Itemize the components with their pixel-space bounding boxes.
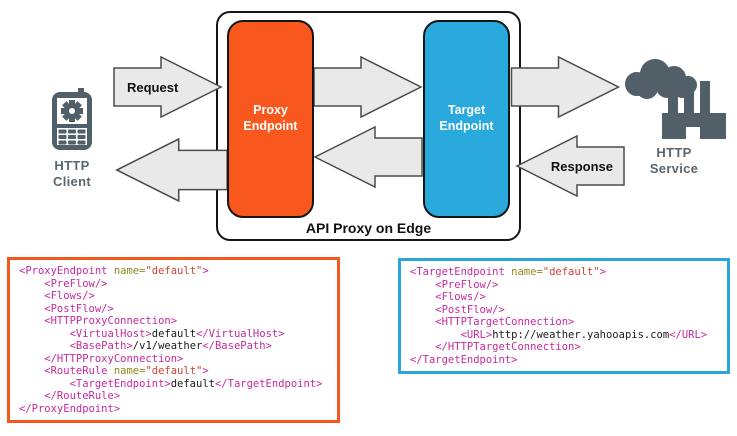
http-service-label-line2: Service [649, 160, 699, 176]
factory-icon [662, 81, 726, 139]
right-arrow-shape [113, 55, 223, 119]
target-endpoint-label-line2: Endpoint [439, 119, 494, 133]
http-service-actor: HTTP Service [618, 57, 730, 177]
proxy-endpoint-label-line2: Endpoint [243, 119, 298, 133]
xml-code-line: <RouteRule name="default"> [19, 365, 209, 377]
proxy-endpoint-box: Proxy Endpoint [227, 20, 314, 218]
xml-code-line: <TargetEndpoint>default</TargetEndpoint> [19, 377, 323, 390]
xml-code-line: </HTTPProxyConnection> [19, 352, 184, 365]
target-endpoint-box: Target Endpoint [423, 20, 510, 218]
xml-code-line: </TargetEndpoint> [410, 353, 518, 366]
target-to-proxy-arrow [311, 125, 425, 189]
xml-code-line: <BasePath>/v1/weather</BasePath> [19, 340, 272, 352]
proxy-endpoint-label-line1: Proxy [253, 103, 288, 118]
http-client-actor: HTTP Client [27, 88, 117, 190]
xml-code-line: <VirtualHost>default</VirtualHost> [19, 327, 285, 340]
xml-code-line: <Flows/> [19, 290, 95, 302]
xml-code-line: <PreFlow/> [410, 278, 499, 291]
target-to-service-arrow [509, 55, 622, 119]
gear-icon [61, 100, 83, 122]
cloud-factory-icon [625, 59, 726, 139]
proxy-endpoint-xml-snippet: <ProxyEndpoint name="default"> <PreFlow/… [7, 257, 340, 423]
request-arrow-label: Request [127, 79, 179, 95]
xml-code-line: </HTTPTargetConnection> [410, 341, 581, 353]
http-client-label-line2: Client [53, 173, 91, 189]
left-arrow-shape [515, 134, 625, 198]
right-arrow-shape [510, 55, 621, 119]
response-arrow-label: Response [550, 158, 613, 174]
xml-code-line: <ProxyEndpoint name="default"> [19, 265, 209, 277]
xml-code-line: <URL>http://weather.yahooapis.com</URL> [410, 328, 708, 341]
xml-code-line: <PostFlow/> [19, 302, 114, 315]
target-endpoint-xml-snippet: <TargetEndpoint name="default"> <PreFlow… [398, 258, 730, 374]
xml-code-line: </ProxyEndpoint> [19, 402, 121, 415]
target-endpoint-label-line1: Target [447, 103, 486, 118]
http-service-label: HTTP Service [650, 145, 698, 177]
mobile-phone-icon [52, 88, 92, 150]
xml-code-line: <PreFlow/> [19, 277, 108, 290]
proxy-to-client-arrow [113, 137, 230, 203]
xml-code-line: </RouteRule> [19, 390, 121, 402]
right-arrow-shape [313, 55, 423, 119]
xml-code-line: <HTTPTargetConnection> [410, 316, 575, 328]
response-arrow: Response [514, 134, 626, 198]
proxy-to-target-arrow [311, 55, 425, 119]
container-label: API Proxy on Edge [305, 220, 432, 236]
xml-code-line: <Flows/> [410, 291, 486, 303]
xml-code-line: <HTTPProxyConnection> [19, 315, 178, 327]
request-arrow: Request [113, 55, 223, 119]
xml-code-line: <TargetEndpoint name="default"> [410, 266, 606, 278]
phone-keypad-keys [58, 129, 86, 145]
http-service-label-line1: HTTP [656, 145, 692, 160]
http-client-label: HTTP Client [53, 158, 91, 190]
left-arrow-shape [313, 125, 423, 189]
http-client-label-line1: HTTP [54, 158, 90, 173]
xml-code-line: <PostFlow/> [410, 303, 505, 316]
left-arrow-shape [115, 137, 228, 203]
